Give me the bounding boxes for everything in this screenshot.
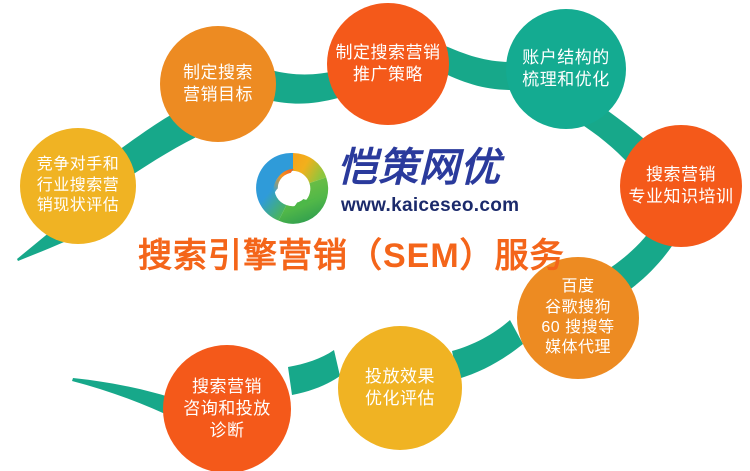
brand-lockup: 恺策网优 www.kaiceseo.com: [255, 148, 525, 228]
connector-media-to-effect: [452, 320, 523, 379]
tri-swirl-circle-logo-icon: [256, 152, 329, 224]
node-circle-set-sem-goals[interactable]: [160, 26, 276, 142]
node-circle-account-structure[interactable]: [506, 9, 626, 129]
page-title: 搜索引擎营销（SEM）服务: [138, 237, 565, 275]
node-circle-media-agency[interactable]: [517, 257, 639, 379]
node-circle-competitor-assessment[interactable]: [20, 128, 136, 244]
connector-effect-to-consulting: [288, 350, 340, 395]
connector-strategy-to-account: [437, 44, 512, 90]
node-circle-effect-evaluation[interactable]: [338, 326, 462, 450]
brand-name: 恺策网优: [337, 146, 501, 190]
node-circle-promotion-strategy[interactable]: [327, 3, 449, 125]
node-circle-sem-training[interactable]: [620, 125, 742, 247]
node-circles: [20, 3, 742, 471]
brand-url: www.kaiceseo.com: [341, 195, 520, 216]
connector-goals-to-strategy: [268, 70, 340, 104]
node-circle-consulting-diagnosis[interactable]: [163, 345, 291, 471]
